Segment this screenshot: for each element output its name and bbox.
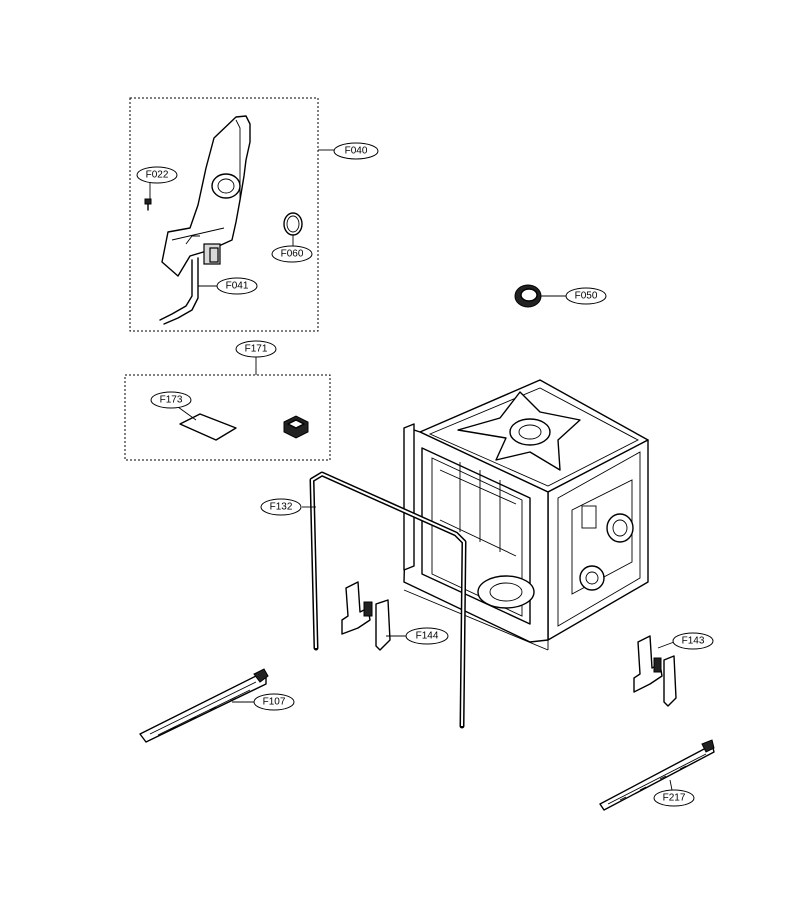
callout-f144[interactable]: F144 (405, 627, 449, 645)
svg-text:F041: F041 (226, 281, 249, 292)
svg-text:F060: F060 (281, 249, 304, 260)
svg-text:F132: F132 (270, 502, 293, 513)
label-sheet-part (179, 413, 237, 441)
svg-text:F022: F022 (146, 170, 169, 181)
callout-f217[interactable]: F217 (653, 789, 695, 807)
callout-f173[interactable]: F173 (150, 391, 192, 409)
screw-part (144, 198, 152, 211)
cap-part (514, 284, 542, 308)
rail-right-part (599, 739, 715, 811)
svg-text:F040: F040 (345, 146, 368, 157)
svg-text:F050: F050 (575, 291, 598, 302)
callout-f040[interactable]: F040 (333, 142, 379, 160)
callout-f107[interactable]: F107 (253, 693, 295, 711)
drain-tube-part (159, 257, 199, 325)
group-box-f040 (129, 97, 319, 332)
callout-f022[interactable]: F022 (136, 166, 178, 184)
callout-f041[interactable]: F041 (216, 277, 258, 295)
callout-f060[interactable]: F060 (271, 245, 313, 263)
rail-left-part (139, 668, 269, 743)
tub-assembly-part (403, 379, 649, 651)
callout-f050[interactable]: F050 (565, 287, 607, 305)
leader-f217 (669, 779, 673, 791)
callout-f132[interactable]: F132 (260, 498, 302, 516)
svg-text:F171: F171 (245, 344, 268, 355)
callout-f143[interactable]: F143 (672, 632, 714, 650)
callout-f171[interactable]: F171 (235, 340, 277, 358)
svg-text:F107: F107 (263, 697, 286, 708)
clip-part (283, 415, 309, 439)
svg-text:F143: F143 (682, 636, 705, 647)
bracket-plate-part (161, 115, 251, 277)
group-box-f171 (124, 374, 331, 461)
o-ring-part (283, 212, 303, 236)
svg-text:F144: F144 (416, 631, 439, 642)
leader-f143 (657, 641, 675, 649)
hinge-right-part (633, 635, 677, 707)
leader-f173 (177, 406, 197, 421)
svg-text:F217: F217 (663, 793, 686, 804)
hinge-left-part (341, 581, 391, 651)
svg-text:F173: F173 (160, 395, 183, 406)
